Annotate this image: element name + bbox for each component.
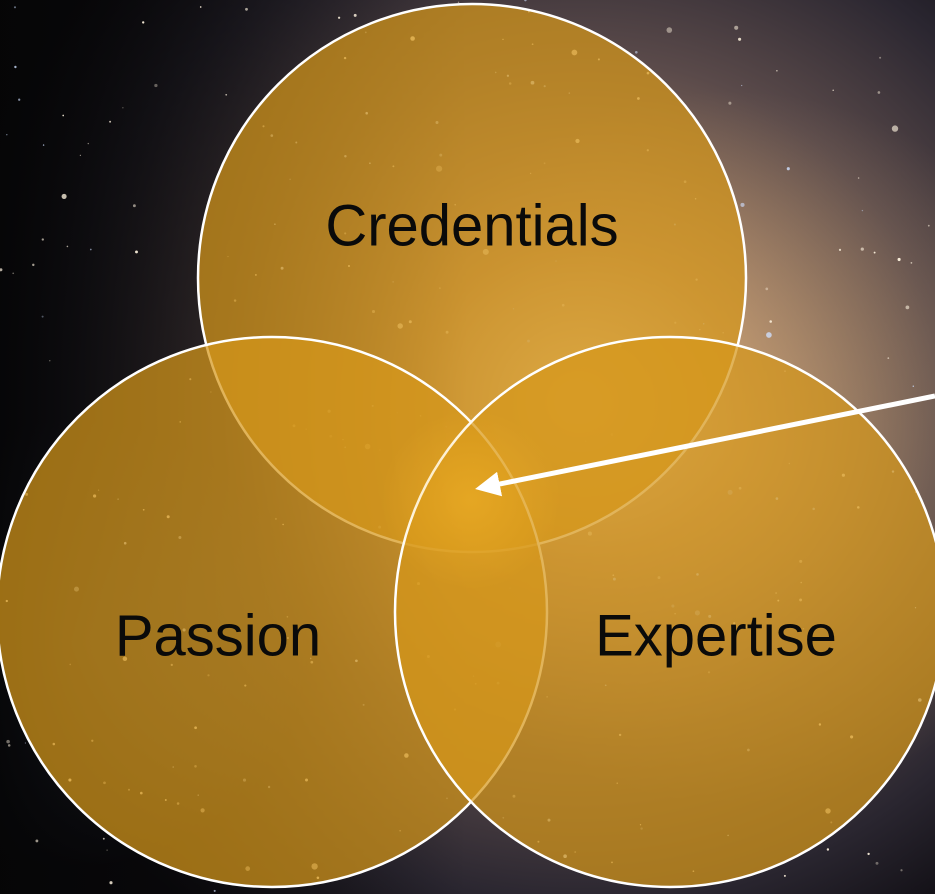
star (879, 56, 882, 59)
star (18, 98, 21, 101)
star (6, 739, 10, 744)
star (666, 27, 673, 33)
star (891, 125, 899, 132)
star (905, 305, 910, 310)
star (857, 177, 860, 179)
intersection-glow (381, 410, 561, 590)
star (89, 248, 92, 251)
star (769, 320, 772, 323)
star (353, 13, 357, 17)
star (897, 257, 901, 262)
star (728, 101, 732, 105)
star (337, 16, 341, 19)
star (734, 25, 739, 30)
star (106, 849, 108, 851)
star (32, 263, 35, 267)
star (838, 248, 842, 252)
star (61, 193, 67, 199)
star (199, 6, 202, 8)
star (6, 133, 8, 136)
star (41, 315, 44, 318)
star (225, 93, 228, 96)
star (79, 154, 82, 157)
expertise-label: Expertise (595, 604, 837, 669)
star (35, 839, 39, 843)
star (109, 881, 113, 885)
star (740, 202, 745, 207)
star (927, 224, 930, 227)
star (912, 385, 915, 387)
credentials-label: Credentials (325, 194, 618, 259)
star (765, 287, 769, 291)
star (766, 332, 772, 338)
star (860, 247, 864, 251)
star (826, 848, 830, 851)
star (66, 245, 69, 248)
star (875, 861, 879, 865)
star (62, 114, 65, 117)
star (887, 357, 890, 359)
star (132, 204, 136, 208)
star (7, 744, 11, 747)
star (457, 1, 460, 4)
center-pointer-arrow (475, 393, 935, 497)
star (102, 837, 105, 840)
star (873, 251, 876, 254)
star (14, 65, 17, 69)
star (87, 142, 89, 145)
star (0, 268, 3, 272)
star (783, 874, 786, 877)
star (741, 84, 743, 87)
star (154, 83, 158, 88)
star (109, 120, 112, 123)
star (122, 107, 124, 109)
star (910, 262, 913, 264)
star (877, 91, 881, 94)
star (24, 742, 27, 744)
star (13, 6, 17, 9)
star (12, 272, 15, 275)
star (135, 250, 138, 254)
star (786, 167, 790, 171)
star (524, 0, 527, 2)
star (738, 37, 742, 41)
star (861, 209, 864, 212)
star (213, 889, 216, 892)
star (142, 21, 145, 24)
star (49, 360, 51, 362)
star (41, 238, 44, 241)
star (776, 70, 778, 72)
star (245, 7, 248, 11)
star (867, 852, 870, 856)
star (832, 89, 834, 91)
star (634, 50, 638, 54)
passion-label: Passion (115, 604, 321, 669)
star (42, 144, 45, 146)
star (900, 869, 903, 872)
